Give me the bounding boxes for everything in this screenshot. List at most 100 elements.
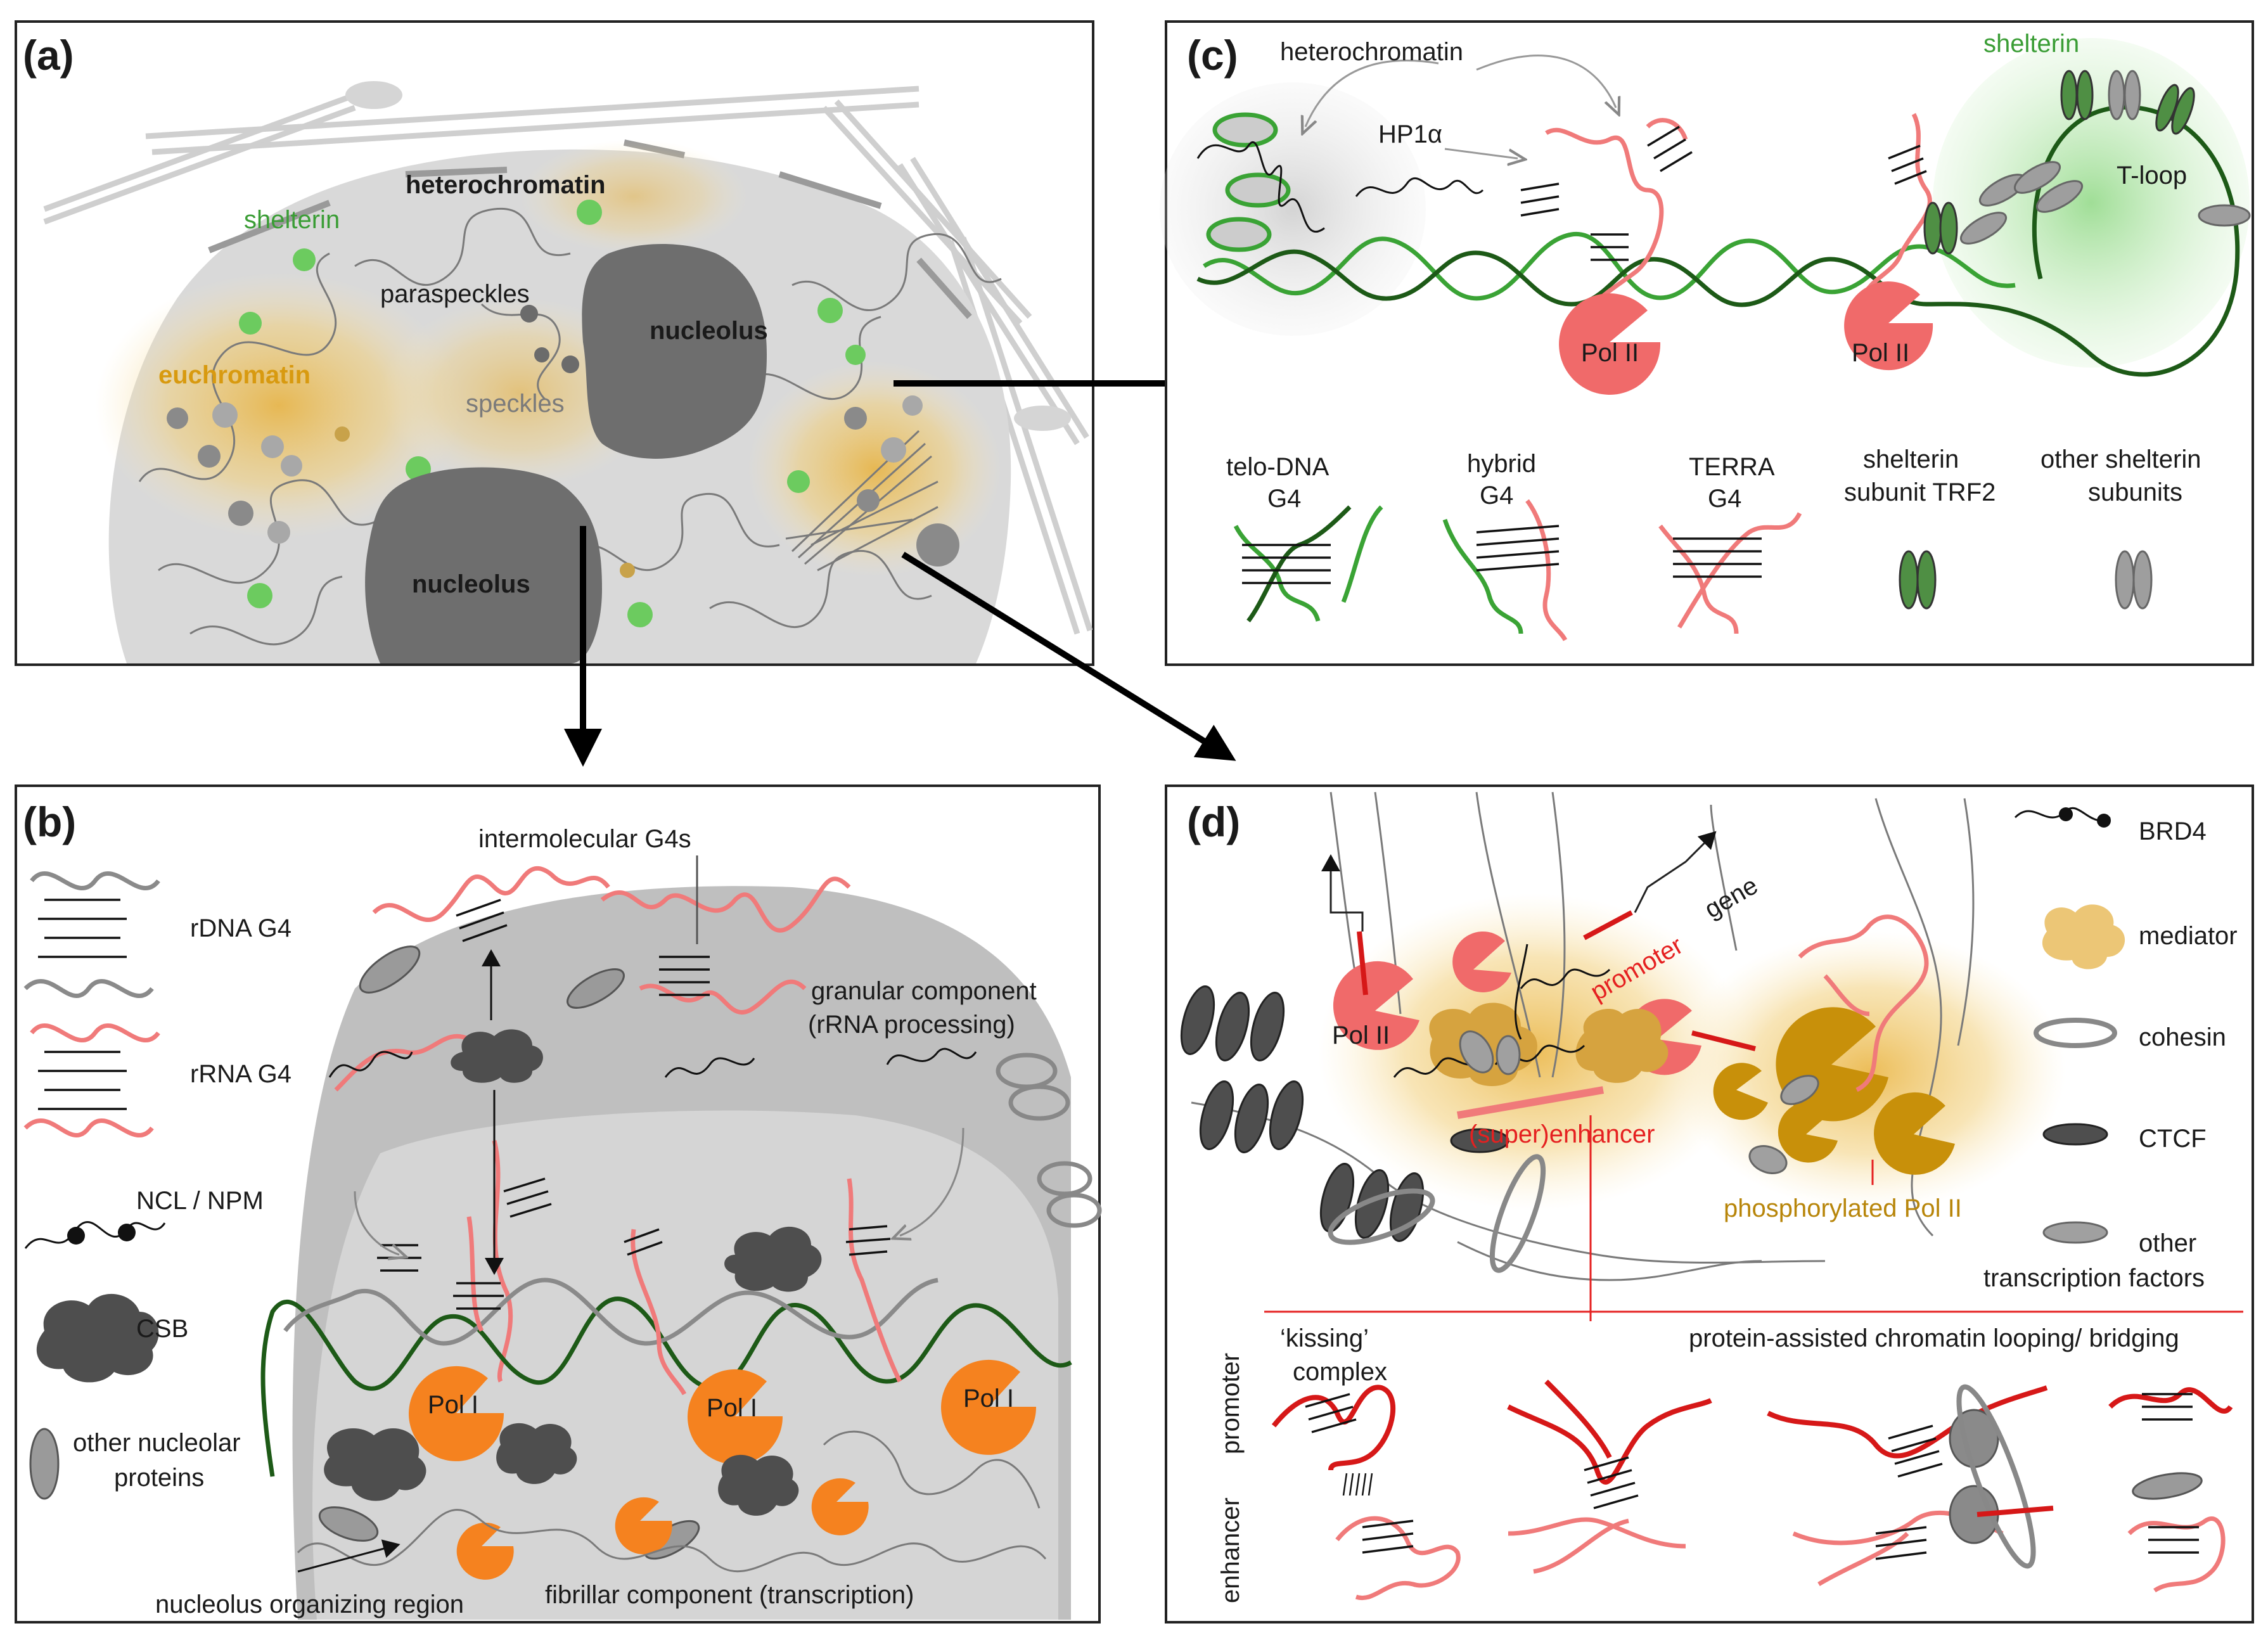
legend-hybrid-g4-glyph bbox=[1442, 499, 1568, 641]
heterochromatin-label: heterochromatin bbox=[406, 171, 606, 199]
recruit-arrow-left bbox=[354, 1191, 399, 1255]
panel-d-label: (d) bbox=[1187, 798, 1240, 845]
side-enhancer-label: enhancer bbox=[1217, 1497, 1245, 1603]
d-pol-ii-label: Pol II bbox=[1332, 1021, 1390, 1049]
legend-other-nucleolar-glyph bbox=[29, 1428, 60, 1500]
speckles-label: speckles bbox=[466, 390, 565, 418]
side-promoter-label: promoter bbox=[1217, 1353, 1245, 1454]
looping-label: protein-assisted chromatin looping/ brid… bbox=[1689, 1324, 2179, 1352]
promoter-bars bbox=[1357, 910, 1756, 1051]
hp1a-label: HP1α bbox=[1378, 120, 1442, 148]
chromatin-coils-right bbox=[996, 1053, 1102, 1228]
legend-ncl-npm: NCL / NPM bbox=[136, 1187, 264, 1215]
c-heterochromatin-label: heterochromatin bbox=[1280, 38, 1463, 66]
enhancer-segment bbox=[1456, 1086, 1605, 1119]
rdna-strand bbox=[260, 1297, 1072, 1477]
pol-i-label-3: Pol I bbox=[963, 1385, 1014, 1412]
euchromatin-label: euchromatin bbox=[158, 361, 311, 389]
nor-leader bbox=[297, 1539, 400, 1573]
legend-mediator-glyph bbox=[2042, 904, 2125, 970]
panel-c-label: (c) bbox=[1187, 32, 1238, 79]
intermolecular-g4-stack bbox=[456, 899, 710, 996]
tss-arrow-right bbox=[1634, 831, 1717, 913]
super-enhancer-label: (super)enhancer bbox=[1469, 1120, 1655, 1148]
erna-strand bbox=[1798, 914, 1929, 1092]
panel-c: (c) heterochromatin HP1α shelterin T-loo… bbox=[1160, 20, 2254, 666]
nor-fibres bbox=[297, 1430, 1047, 1573]
nucleolus-top bbox=[582, 244, 767, 459]
other-tfs bbox=[1459, 1030, 1819, 1174]
legend-other-tf-2: transcription factors bbox=[1983, 1264, 2205, 1292]
fibrillar-component-label: fibrillar component (transcription) bbox=[545, 1581, 914, 1609]
terra-tail bbox=[1646, 118, 1688, 141]
legend-trf2-glyph bbox=[1899, 550, 1937, 610]
bridging-scene-4 bbox=[2108, 1387, 2233, 1593]
panel-a: (a) heterochromatin shelterin paraspeckl… bbox=[15, 20, 1094, 666]
panel-b-label: (b) bbox=[23, 798, 76, 845]
hp1a-dimer bbox=[1196, 141, 1325, 233]
legend-other-tf-1: other bbox=[2139, 1229, 2196, 1257]
rdna-strand-grey bbox=[283, 1278, 939, 1346]
c-pol-ii-label-2: Pol II bbox=[1852, 339, 1909, 367]
legend-cohesin-glyph bbox=[2034, 1018, 2117, 1048]
telomere-strand-light bbox=[1203, 231, 2016, 301]
csb-instance bbox=[724, 1226, 822, 1292]
legend-hybrid-2: G4 bbox=[1480, 482, 1513, 509]
phospho-pol-ii-label: phosphorylated Pol II bbox=[1724, 1194, 1962, 1222]
nucleolus-top-label: nucleolus bbox=[650, 317, 768, 345]
csb-clusters bbox=[324, 1423, 799, 1516]
legend-brd4-glyph bbox=[2014, 807, 2111, 828]
pol-i-label-1: Pol I bbox=[428, 1391, 478, 1419]
legend-csb: CSB bbox=[136, 1315, 188, 1343]
c-g4-stacks bbox=[1520, 125, 1927, 261]
nucleolar-proteins bbox=[318, 945, 700, 1560]
hp1a-arrow-right bbox=[1476, 54, 1616, 108]
legend-rrna-g4: rRNA G4 bbox=[190, 1060, 292, 1088]
panel-b: rDNA G4 rRNA G4 NCL / NPM CSB other nucl… bbox=[15, 784, 1102, 1623]
shelterin-foci bbox=[239, 200, 866, 627]
hp1a-arrow-left bbox=[1305, 60, 1439, 127]
nuclear-bodies bbox=[167, 305, 959, 578]
hp1a-free bbox=[1355, 177, 1484, 197]
euchromatin-region bbox=[95, 272, 463, 539]
pol-ii-enzymes-c bbox=[1559, 281, 1933, 395]
kissing-label-1: ‘kissing’ bbox=[1280, 1324, 1369, 1352]
legend-cohesin: cohesin bbox=[2139, 1023, 2226, 1051]
pol-i-label-2: Pol I bbox=[707, 1394, 757, 1422]
nascent-rrna bbox=[466, 1178, 902, 1395]
nucleolus-bottom bbox=[365, 467, 602, 663]
bridging-scene-2 bbox=[1507, 1380, 1712, 1574]
legend-mediator: mediator bbox=[2139, 922, 2238, 950]
c-pol-ii-label-1: Pol II bbox=[1581, 339, 1639, 367]
t-loop-label: T-loop bbox=[2117, 162, 2187, 189]
recruit-arrow-right bbox=[900, 1127, 964, 1236]
heterochromatin-region bbox=[1160, 82, 1426, 336]
csb-instance bbox=[451, 1029, 543, 1083]
legend-terra-2: G4 bbox=[1708, 485, 1741, 513]
arrow-to-d bbox=[901, 551, 1236, 761]
legend-rrna-g4-glyph bbox=[23, 1023, 160, 1138]
legend-rdna-g4-glyph bbox=[23, 871, 160, 999]
fibrillar-component bbox=[312, 1110, 1058, 1620]
cohesin-rings bbox=[1328, 1154, 1546, 1273]
er-node bbox=[345, 81, 402, 109]
legend-ctcf-glyph bbox=[2042, 1123, 2108, 1146]
condensate-right bbox=[1673, 932, 2066, 1210]
nucleosomes bbox=[1206, 112, 1291, 252]
legend-other-nucleolar-1: other nucleolar bbox=[73, 1429, 241, 1457]
kissing-complex bbox=[1271, 1385, 1461, 1601]
legend-other-shelterin-glyph bbox=[2115, 550, 2153, 610]
trf2-subunits bbox=[1923, 70, 2195, 255]
hp1a-arrow-mid bbox=[1444, 148, 1518, 158]
other-shelterin-subunits bbox=[1959, 70, 2251, 245]
erna-tail bbox=[1823, 974, 1870, 1016]
legend-other-nucleolar-2: proteins bbox=[114, 1464, 204, 1492]
paraspeckles-label: paraspeckles bbox=[380, 280, 530, 308]
telomere-strand-dark bbox=[1196, 105, 2240, 377]
c-shelterin-label: shelterin bbox=[1983, 30, 2079, 58]
terra-strand-1 bbox=[1545, 127, 1664, 330]
legend-trf2-2: subunit TRF2 bbox=[1844, 478, 1996, 506]
legend-other-shelterin-2: subunits bbox=[2088, 478, 2182, 506]
legend-telo-1: telo-DNA bbox=[1226, 453, 1329, 481]
